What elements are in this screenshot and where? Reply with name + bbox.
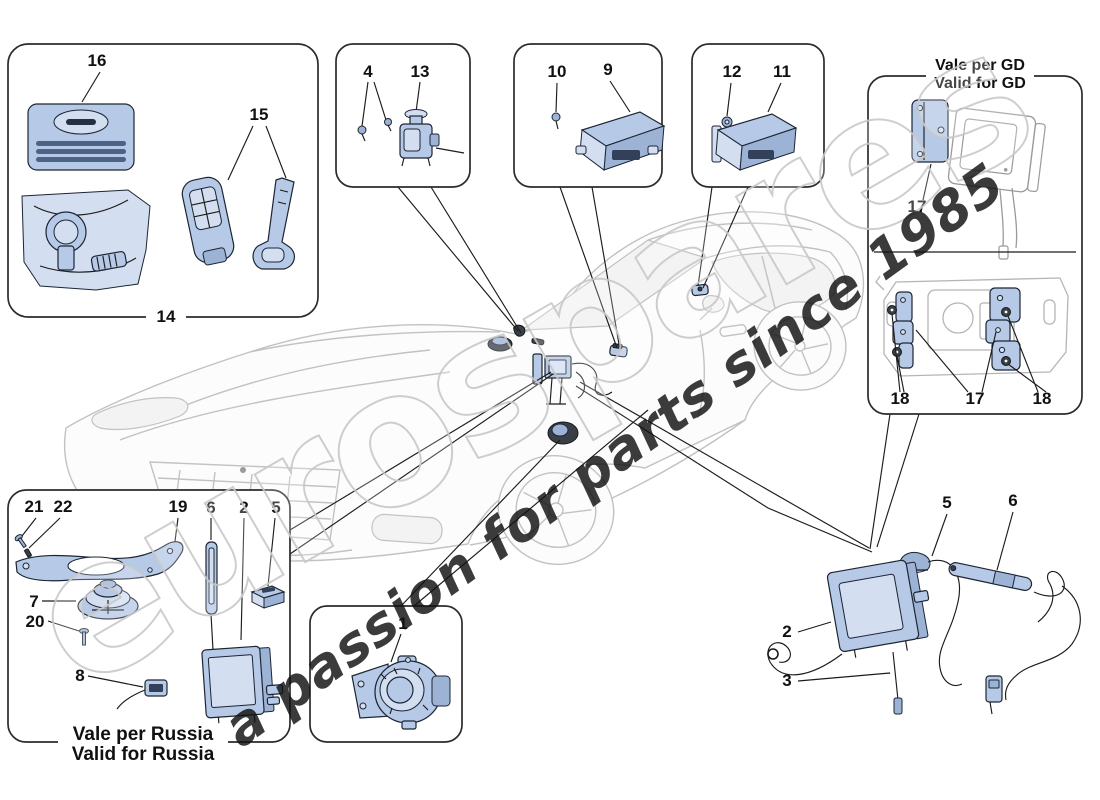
callout-6r[interactable]: 6: [206, 498, 215, 517]
car-mounted-components: [487, 283, 709, 445]
note-valid-for-gd: Valid for GD: [934, 75, 1026, 92]
note-vale-per-gd: Vale per GD: [935, 57, 1025, 74]
rod-antenna-6: [948, 562, 1033, 592]
callout-17-bottom[interactable]: 17: [966, 389, 985, 408]
emergency-key: [252, 177, 295, 270]
main-ecu-2: [826, 559, 930, 658]
alarm-siren: [351, 655, 451, 730]
callout-7[interactable]: 7: [29, 592, 38, 611]
radio-receiver-ecu: [711, 113, 798, 171]
callout-18-left[interactable]: 18: [891, 389, 910, 408]
door-mirror: [702, 295, 725, 313]
nut: [721, 116, 733, 128]
callout-14[interactable]: 14: [157, 307, 176, 326]
callout-9[interactable]: 9: [603, 60, 612, 79]
callout-6[interactable]: 6: [1008, 491, 1017, 510]
callout-20[interactable]: 20: [26, 612, 45, 631]
volumetric-sensor: [399, 109, 465, 167]
aerial-group: 5 6 2: [767, 491, 1081, 715]
callout-2r[interactable]: 2: [239, 498, 248, 517]
callout-10[interactable]: 10: [548, 62, 567, 81]
chassis-crossmember: [875, 275, 1069, 377]
antenna-connector: [985, 675, 1003, 715]
front-wheel: [497, 454, 615, 566]
callout-19[interactable]: 19: [169, 497, 188, 516]
cowl-ecu-bracket: [532, 353, 543, 385]
key-fob: [181, 176, 235, 266]
headlight: [91, 397, 189, 431]
callout-17-top[interactable]: 17: [908, 197, 927, 216]
callout-15[interactable]: 15: [250, 105, 269, 124]
note-valid-for-russia: Valid for Russia: [72, 744, 215, 765]
callout-box-siren: 1: [309, 605, 463, 743]
gd-aerial-unit: [947, 107, 1046, 193]
fog-intake: [371, 513, 443, 545]
screw: [14, 534, 27, 549]
code-card: [27, 103, 135, 171]
callout-12[interactable]: 12: [723, 62, 742, 81]
screw: [357, 118, 392, 142]
siren-bracket-19: [15, 541, 184, 582]
callout-16[interactable]: 16: [88, 51, 107, 70]
callout-box-tilt-sensor: 4 13: [335, 43, 522, 334]
callout-13[interactable]: 13: [411, 62, 430, 81]
antenna-strip-6: [205, 541, 218, 651]
callout-box-gd: Vale per GD Valid for GD 17: [867, 54, 1083, 415]
callout-8[interactable]: 8: [75, 666, 84, 685]
leader-lines: [289, 371, 920, 607]
callout-1[interactable]: 1: [398, 614, 407, 633]
callout-box-ecu-b: 12 11: [691, 43, 825, 289]
callout-box-russia: 21 22 19 6 2 5 7 20: [7, 489, 291, 765]
callout-3[interactable]: 3: [782, 671, 791, 690]
alarm-ecu: [575, 111, 666, 171]
screw: [551, 112, 561, 130]
callout-box-key-kit: 16 15: [7, 43, 319, 327]
callout-5r[interactable]: 5: [271, 498, 280, 517]
callout-5[interactable]: 5: [942, 493, 951, 512]
cowl-clip: [531, 337, 545, 346]
screw-20: [79, 628, 89, 646]
ferrari-logo: [66, 119, 96, 125]
callout-4[interactable]: 4: [363, 62, 373, 81]
module-5: [250, 585, 286, 609]
note-vale-per-russia: Vale per Russia: [73, 724, 214, 745]
connector-8: [116, 679, 168, 710]
russia-ecu-2: [201, 645, 284, 724]
callout-22[interactable]: 22: [54, 497, 73, 516]
callout-box-ecu-a: 10 9: [513, 43, 666, 351]
gd-bracket: [911, 99, 949, 163]
spares-pouch: [21, 189, 151, 291]
callout-11[interactable]: 11: [773, 62, 791, 81]
gd-mount-brackets: [887, 287, 1021, 371]
rear-wheel: [753, 301, 847, 391]
callout-2[interactable]: 2: [782, 622, 791, 641]
callout-21[interactable]: 21: [25, 497, 44, 516]
callout-18-right[interactable]: 18: [1033, 389, 1052, 408]
alarm-speaker-7: [77, 579, 139, 620]
